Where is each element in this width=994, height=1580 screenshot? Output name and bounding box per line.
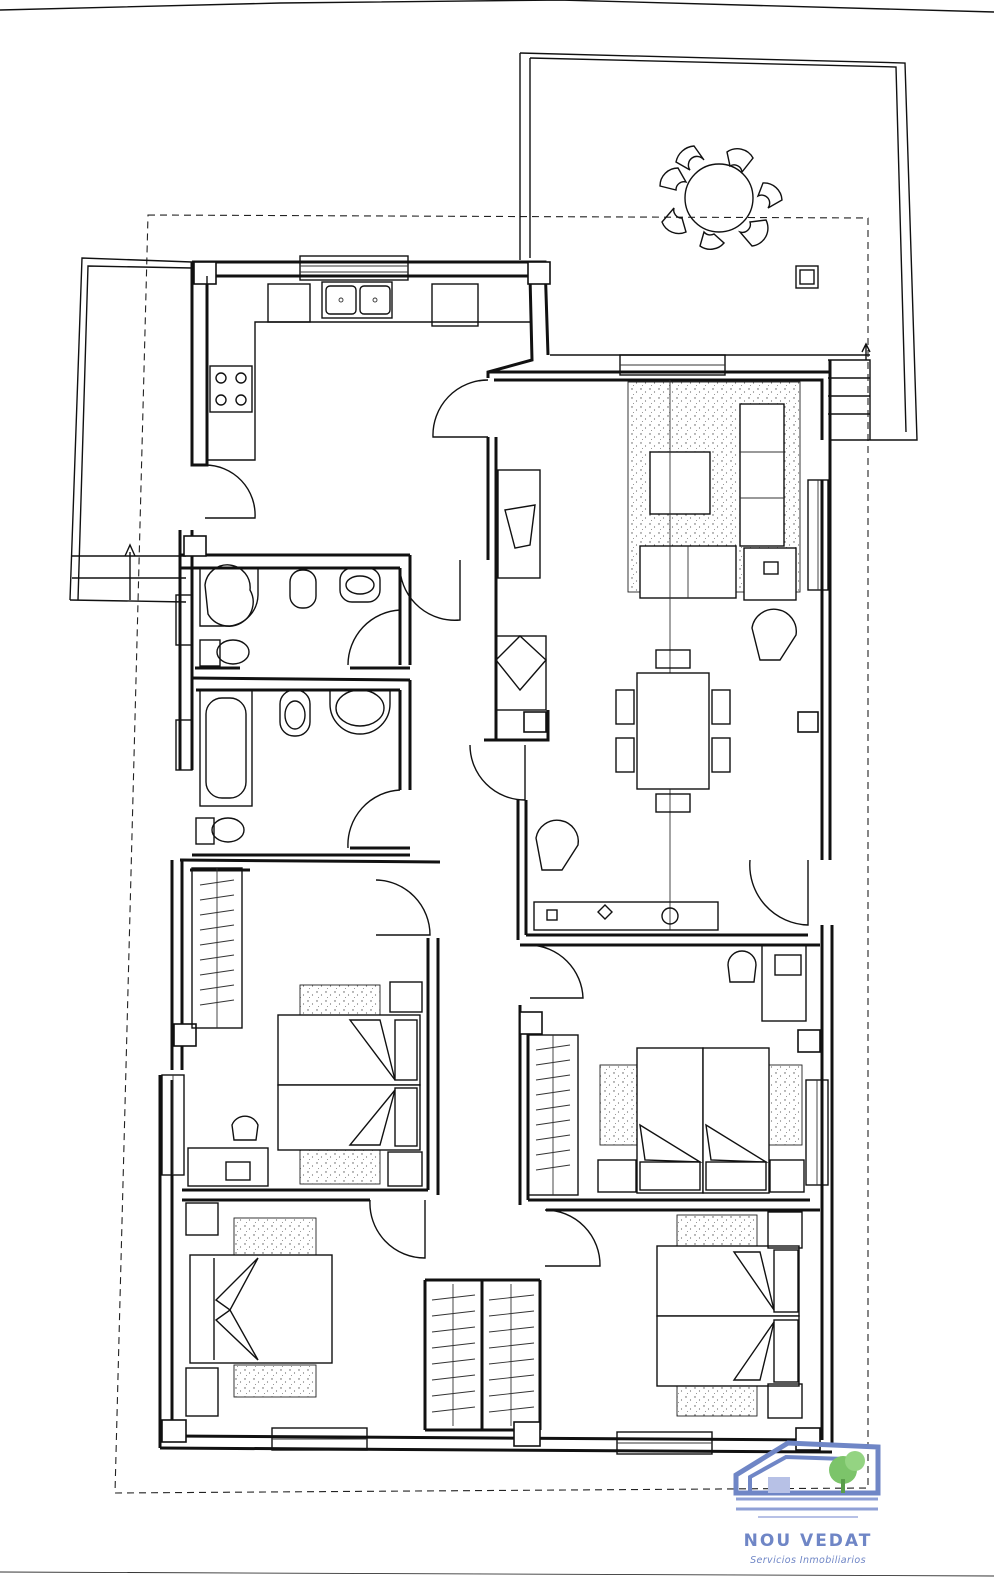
brand-tagline: Servicios Inmobiliarios xyxy=(750,1555,866,1566)
brand-name: NOU VEDAT xyxy=(743,1531,873,1551)
bathroom-1 xyxy=(199,564,381,667)
bathroom-2 xyxy=(195,689,391,845)
windows xyxy=(161,255,829,1455)
bedroom-4 xyxy=(656,1211,803,1419)
kitchen xyxy=(206,276,530,461)
wardrobes xyxy=(191,867,579,1426)
columns xyxy=(161,261,821,1451)
bedroom-2 xyxy=(597,944,807,1194)
house-tree-icon xyxy=(733,1440,881,1518)
plot-boundary xyxy=(114,214,869,1494)
bedroom-1 xyxy=(187,981,423,1187)
living-dining xyxy=(495,380,801,931)
company-logo: NOU VEDAT Servicios Inmobiliarios xyxy=(728,1435,888,1575)
doors xyxy=(204,379,809,1267)
bedroom-3 xyxy=(185,1202,333,1417)
terrace-table xyxy=(659,145,783,250)
balcony xyxy=(69,257,193,603)
